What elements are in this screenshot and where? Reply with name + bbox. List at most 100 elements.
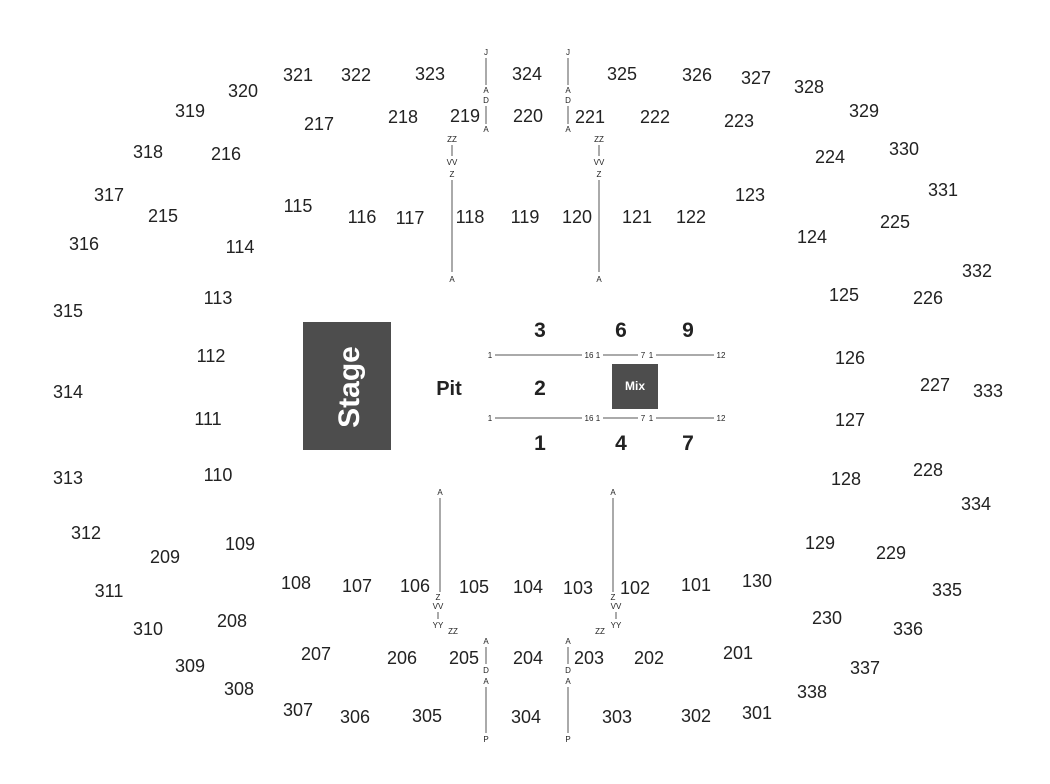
section-329[interactable]: 329 — [849, 101, 879, 121]
section-321[interactable]: 321 — [283, 65, 313, 85]
section-330[interactable]: 330 — [889, 139, 919, 159]
stage[interactable]: Stage — [303, 322, 391, 450]
section-305[interactable]: 305 — [412, 706, 442, 726]
section-317[interactable]: 317 — [94, 185, 124, 205]
section-217[interactable]: 217 — [304, 114, 334, 134]
floor-section-9[interactable]: 9 — [682, 319, 694, 342]
section-225[interactable]: 225 — [880, 212, 910, 232]
section-223[interactable]: 223 — [724, 111, 754, 131]
section-105[interactable]: 105 — [459, 577, 489, 597]
section-336[interactable]: 336 — [893, 619, 923, 639]
section-318[interactable]: 318 — [133, 142, 163, 162]
section-102[interactable]: 102 — [620, 578, 650, 598]
section-201[interactable]: 201 — [723, 643, 753, 663]
section-115[interactable]: 115 — [284, 196, 313, 216]
section-323[interactable]: 323 — [415, 64, 445, 84]
section-118[interactable]: 118 — [456, 207, 485, 227]
floor-section-6[interactable]: 6 — [615, 319, 627, 342]
section-304[interactable]: 304 — [511, 707, 541, 727]
section-205[interactable]: 205 — [449, 648, 479, 668]
section-103[interactable]: 103 — [563, 578, 593, 598]
section-130[interactable]: 130 — [742, 571, 772, 591]
section-119[interactable]: 119 — [511, 207, 540, 227]
section-125[interactable]: 125 — [829, 285, 859, 305]
section-218[interactable]: 218 — [388, 107, 418, 127]
section-224[interactable]: 224 — [815, 147, 845, 167]
floor-section-1[interactable]: 1 — [534, 432, 546, 455]
section-230[interactable]: 230 — [812, 608, 842, 628]
section-111[interactable]: 111 — [194, 409, 221, 429]
floor-section-7[interactable]: 7 — [682, 432, 694, 455]
section-124[interactable]: 124 — [797, 227, 827, 247]
section-315[interactable]: 315 — [53, 301, 83, 321]
section-204[interactable]: 204 — [513, 648, 543, 668]
section-126[interactable]: 126 — [835, 348, 865, 368]
section-310[interactable]: 310 — [133, 619, 163, 639]
section-326[interactable]: 326 — [682, 65, 712, 85]
section-121[interactable]: 121 — [622, 207, 652, 227]
section-302[interactable]: 302 — [681, 706, 711, 726]
section-328[interactable]: 328 — [794, 77, 824, 97]
section-322[interactable]: 322 — [341, 65, 371, 85]
floor-section-2[interactable]: 2 — [534, 377, 546, 400]
section-120[interactable]: 120 — [562, 207, 592, 227]
section-208[interactable]: 208 — [217, 611, 247, 631]
section-107[interactable]: 107 — [342, 576, 372, 596]
section-320[interactable]: 320 — [228, 81, 258, 101]
section-101[interactable]: 101 — [681, 575, 711, 595]
section-207[interactable]: 207 — [301, 644, 331, 664]
section-229[interactable]: 229 — [876, 543, 906, 563]
section-127[interactable]: 127 — [835, 410, 865, 430]
section-122[interactable]: 122 — [676, 207, 706, 227]
section-314[interactable]: 314 — [53, 382, 83, 402]
section-108[interactable]: 108 — [281, 573, 311, 593]
section-104[interactable]: 104 — [513, 577, 543, 597]
section-113[interactable]: 113 — [204, 288, 233, 308]
section-324[interactable]: 324 — [512, 64, 542, 84]
section-319[interactable]: 319 — [175, 101, 205, 121]
section-311[interactable]: 311 — [95, 581, 124, 601]
section-308[interactable]: 308 — [224, 679, 254, 699]
section-117[interactable]: 117 — [396, 208, 425, 228]
section-202[interactable]: 202 — [634, 648, 664, 668]
section-338[interactable]: 338 — [797, 682, 827, 702]
section-203[interactable]: 203 — [574, 648, 604, 668]
section-220[interactable]: 220 — [513, 106, 543, 126]
section-313[interactable]: 313 — [53, 468, 83, 488]
floor-section-4[interactable]: 4 — [615, 432, 627, 455]
section-109[interactable]: 109 — [225, 534, 255, 554]
section-331[interactable]: 331 — [928, 180, 958, 200]
section-327[interactable]: 327 — [741, 68, 771, 88]
section-110[interactable]: 110 — [204, 465, 233, 485]
section-128[interactable]: 128 — [831, 469, 861, 489]
section-301[interactable]: 301 — [742, 703, 772, 723]
section-206[interactable]: 206 — [387, 648, 417, 668]
section-114[interactable]: 114 — [226, 237, 255, 257]
pit-label[interactable]: Pit — [436, 378, 462, 400]
section-123[interactable]: 123 — [735, 185, 765, 205]
section-129[interactable]: 129 — [805, 533, 835, 553]
section-306[interactable]: 306 — [340, 707, 370, 727]
section-334[interactable]: 334 — [961, 494, 991, 514]
section-215[interactable]: 215 — [148, 206, 178, 226]
section-116[interactable]: 116 — [348, 207, 377, 227]
section-226[interactable]: 226 — [913, 288, 943, 308]
section-316[interactable]: 316 — [69, 234, 99, 254]
section-112[interactable]: 112 — [197, 346, 226, 366]
section-222[interactable]: 222 — [640, 107, 670, 127]
floor-section-3[interactable]: 3 — [534, 319, 546, 342]
section-303[interactable]: 303 — [602, 707, 632, 727]
section-335[interactable]: 335 — [932, 580, 962, 600]
section-227[interactable]: 227 — [920, 375, 950, 395]
section-309[interactable]: 309 — [175, 656, 205, 676]
section-209[interactable]: 209 — [150, 547, 180, 567]
section-228[interactable]: 228 — [913, 460, 943, 480]
section-325[interactable]: 325 — [607, 64, 637, 84]
section-332[interactable]: 332 — [962, 261, 992, 281]
section-106[interactable]: 106 — [400, 576, 430, 596]
section-333[interactable]: 333 — [973, 381, 1003, 401]
section-307[interactable]: 307 — [283, 700, 313, 720]
section-219[interactable]: 219 — [450, 106, 480, 126]
section-312[interactable]: 312 — [71, 523, 101, 543]
section-221[interactable]: 221 — [575, 107, 605, 127]
